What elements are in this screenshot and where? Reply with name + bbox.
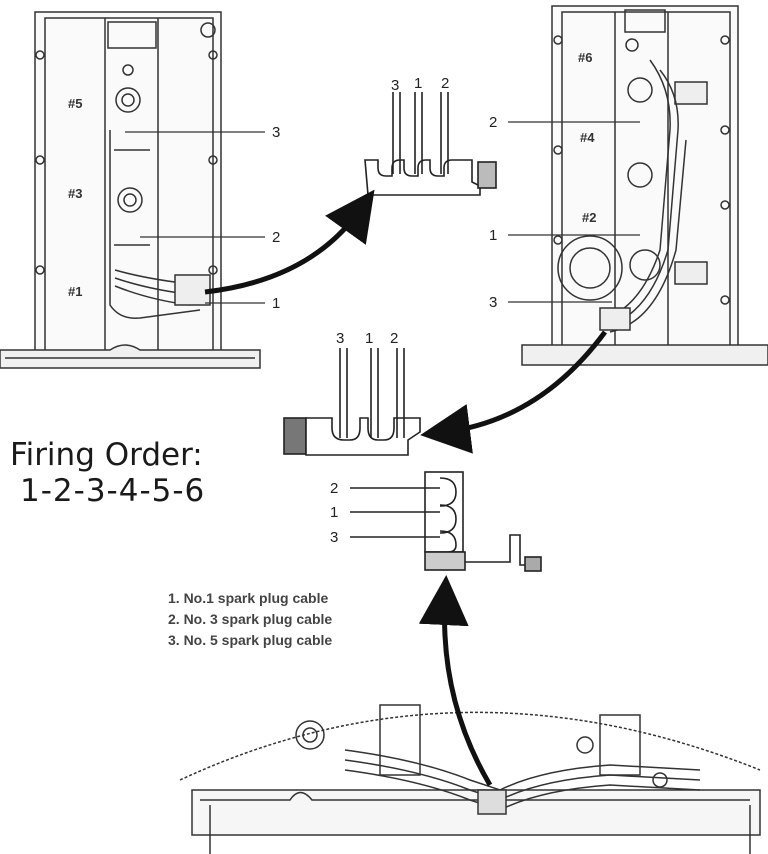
callout-number: 2: [489, 114, 497, 131]
firing-order-sequence: 1-2-3-4-5-6: [20, 473, 206, 509]
cylinder-label: #1: [68, 284, 82, 299]
callout-number: 2: [272, 229, 280, 246]
middle-cable-clip: [283, 348, 421, 456]
side-cable-clip: [350, 471, 542, 572]
clip-slot-number: 3: [330, 529, 338, 546]
clip-slot-number: 2: [330, 480, 338, 497]
clip-slot-number: 3: [391, 77, 399, 94]
routing-arrows: [204, 189, 608, 787]
left-cylinder-head: [0, 11, 261, 369]
legend-item: 1. No.1 spark plug cable: [168, 590, 329, 606]
callout-number: 3: [489, 294, 497, 311]
clip-slot-number: 2: [441, 75, 449, 92]
clip-slot-number: 2: [390, 330, 398, 347]
cylinder-label: #3: [68, 186, 82, 201]
right-head-callouts: [508, 121, 640, 303]
cylinder-label: #5: [68, 96, 82, 111]
clip-slot-number: 1: [330, 504, 338, 521]
arrow-bottom-to-side-clip: [418, 575, 493, 787]
cylinder-label: #6: [578, 50, 592, 65]
clip-slot-number: 3: [336, 330, 344, 347]
cylinder-label: #2: [582, 210, 596, 225]
callout-number: 3: [272, 124, 280, 141]
left-head-callouts: [125, 131, 265, 304]
callout-number: 1: [489, 227, 497, 244]
firing-order-block: Firing Order: 1-2-3-4-5-6: [10, 437, 260, 509]
arrow-right-head-to-middle-clip: [420, 330, 608, 454]
clip-slot-number: 1: [365, 330, 373, 347]
top-cable-clip: [364, 92, 497, 196]
cable-legend: 1. No.1 spark plug cable 2. No. 3 spark …: [168, 588, 428, 651]
left-head-cylinder-labels: #5 #3 #1: [68, 96, 82, 299]
cylinder-label: #4: [580, 130, 595, 145]
bottom-engine-view: [179, 704, 761, 854]
firing-order-title: Firing Order:: [10, 437, 203, 473]
right-head-cylinder-labels: #6 #4 #2: [578, 50, 596, 225]
clip-slot-number: 1: [414, 75, 422, 92]
callout-number: 1: [272, 295, 280, 312]
arrow-left-head-to-top-clip: [204, 189, 375, 295]
legend-item: 3. No. 5 spark plug cable: [168, 632, 333, 648]
legend-item: 2. No. 3 spark plug cable: [168, 611, 333, 627]
right-cylinder-head: [521, 5, 768, 366]
